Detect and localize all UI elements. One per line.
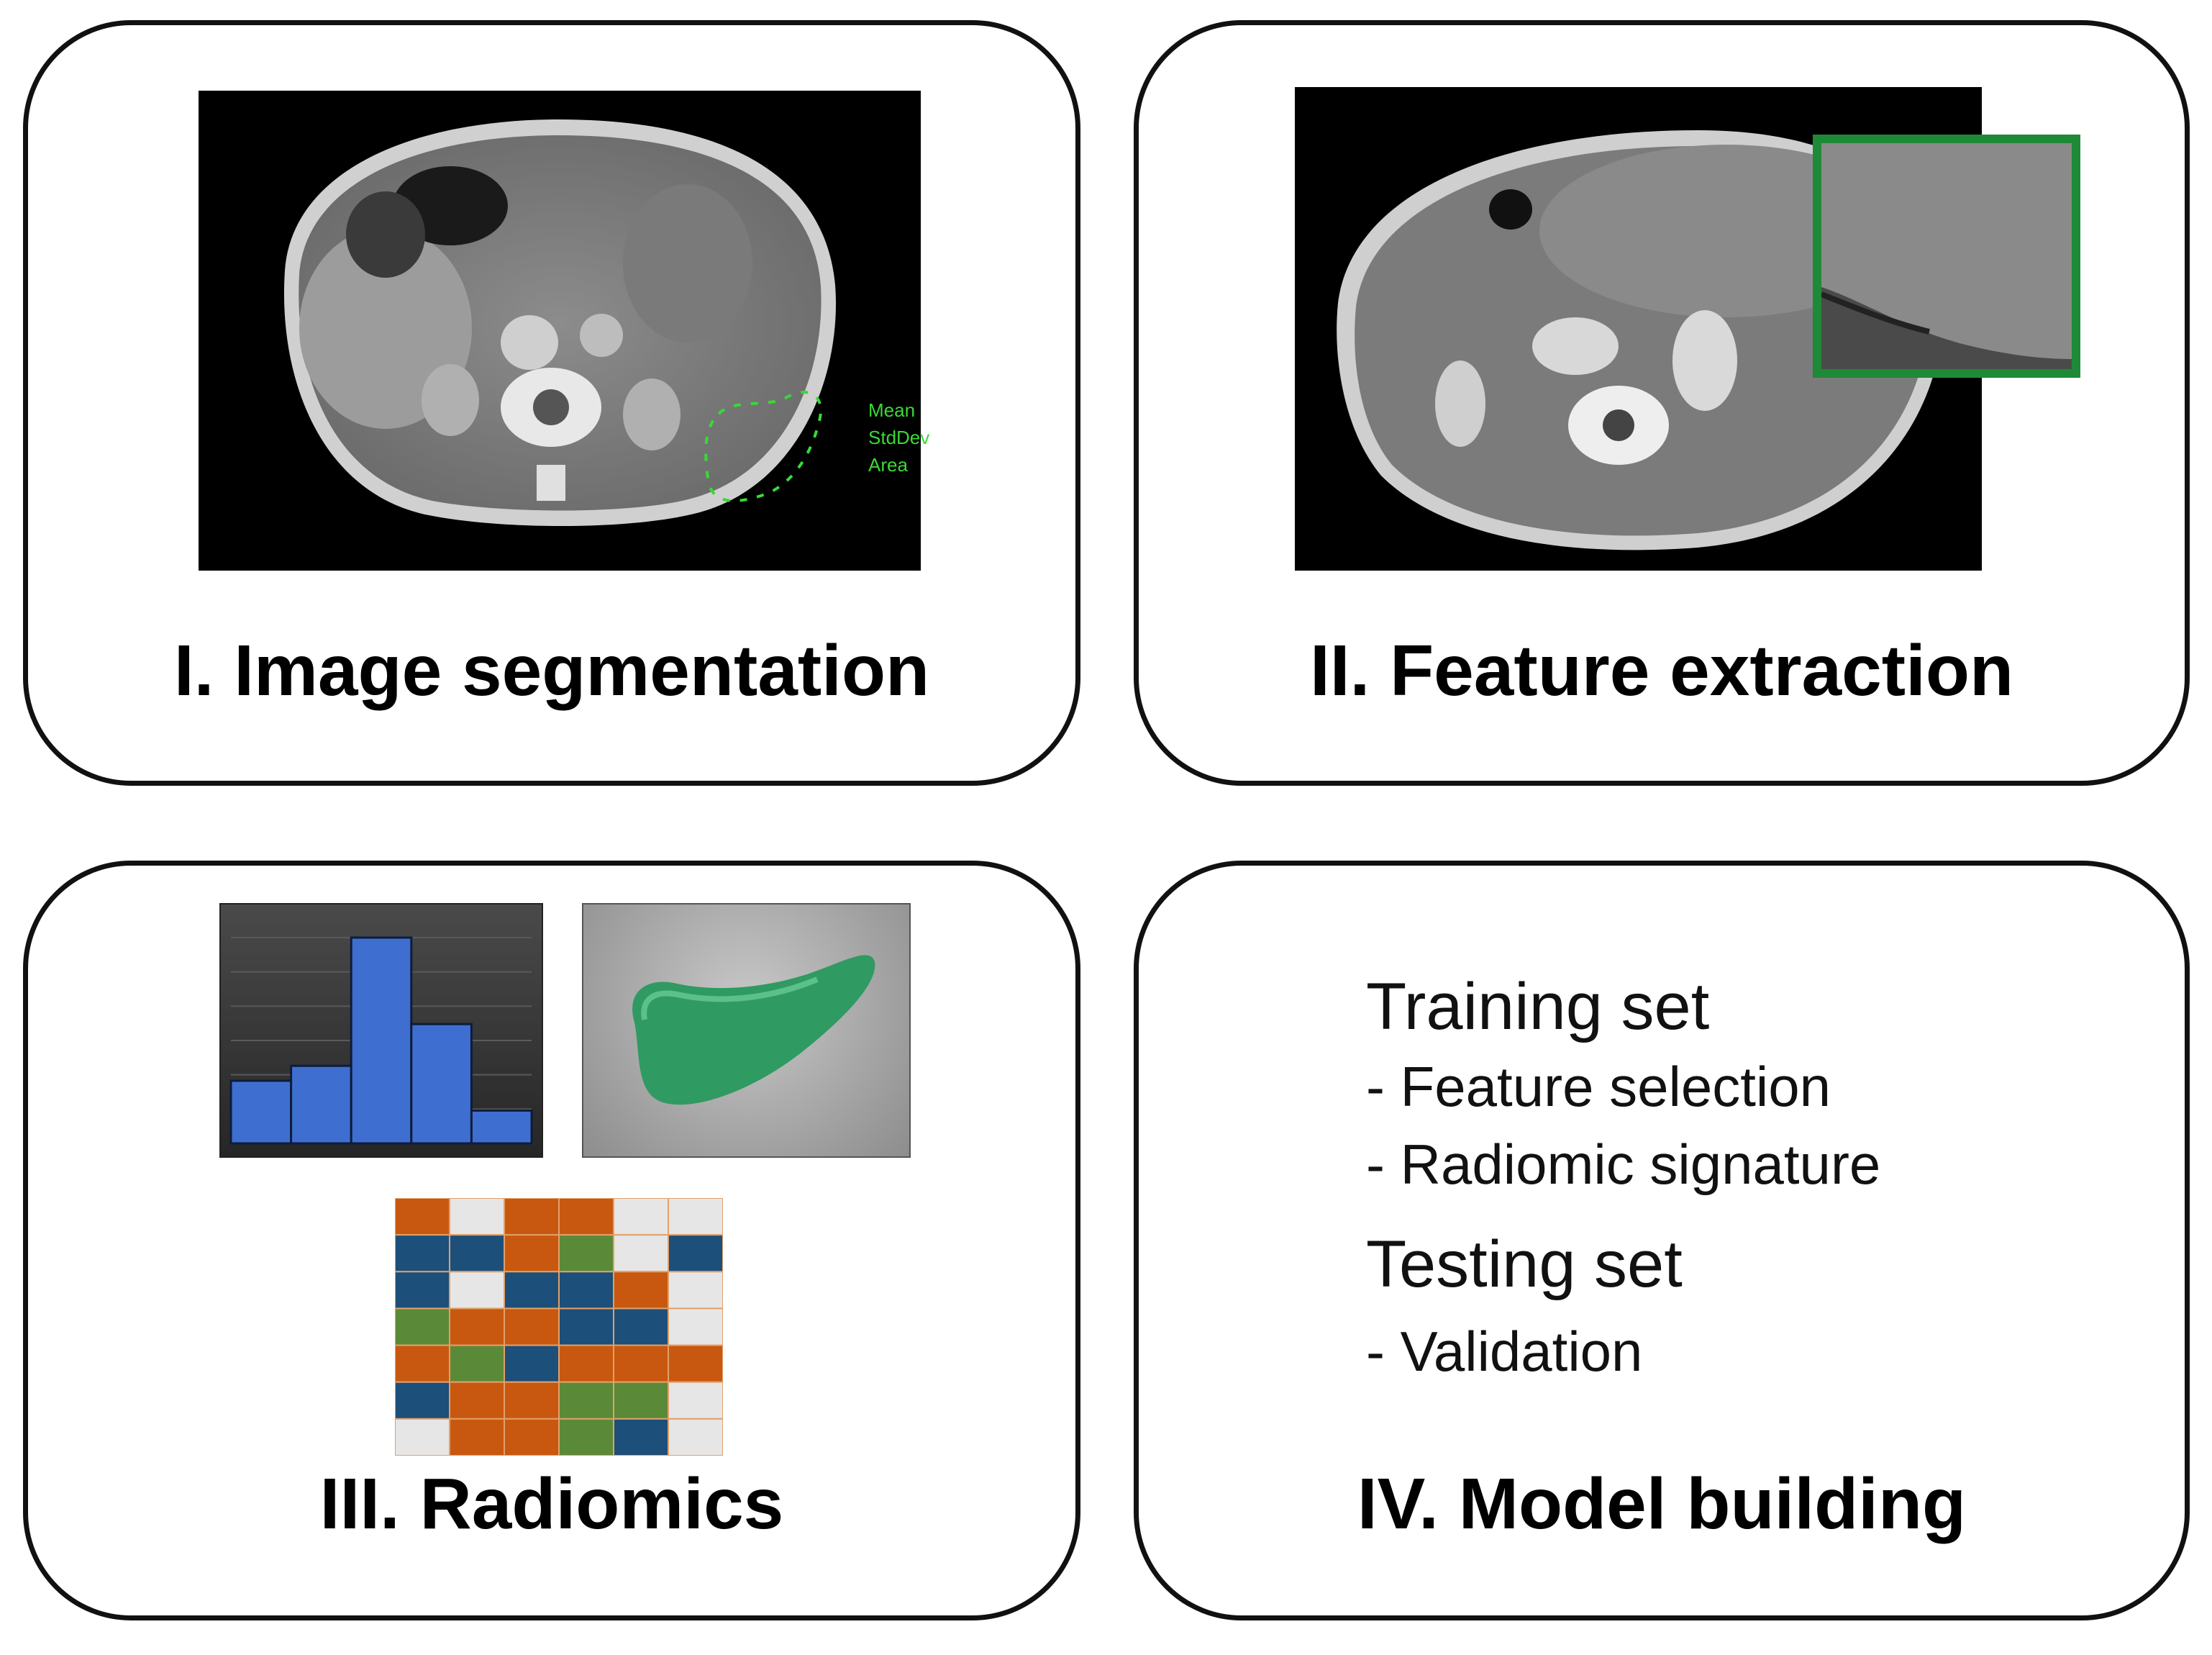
training-item-feature-selection: - Feature selection — [1366, 1055, 1831, 1118]
matrix-cell — [395, 1418, 450, 1456]
matrix-cell — [395, 1381, 450, 1420]
matrix-cell — [668, 1344, 723, 1383]
matrix-cell — [449, 1307, 505, 1346]
roi-label-stddev: StdDev — [868, 427, 930, 448]
panel-title-segmentation: I. Image segmentation — [173, 630, 930, 711]
matrix-cell — [395, 1234, 450, 1273]
zoomed-texture-inset — [1813, 135, 2080, 378]
matrix-cell — [395, 1307, 450, 1346]
matrix-cell — [449, 1198, 505, 1236]
histogram-bar — [350, 936, 413, 1145]
matrix-cell — [558, 1307, 614, 1346]
testing-item-validation: - Validation — [1366, 1320, 1643, 1383]
histogram-bar — [229, 1079, 293, 1145]
feature-matrix — [395, 1198, 723, 1456]
ct-scan-extraction-image — [1295, 87, 1982, 571]
matrix-cell — [558, 1418, 614, 1456]
panel-model-building: Training set - Feature selection - Radio… — [1134, 861, 2190, 1620]
matrix-cell — [395, 1271, 450, 1310]
matrix-cell — [558, 1234, 614, 1273]
matrix-cell — [558, 1198, 614, 1236]
model-steps-list: Training set - Feature selection - Radio… — [1366, 974, 1880, 1379]
roi-contour — [704, 391, 822, 503]
matrix-cell — [668, 1307, 723, 1346]
matrix-cell — [449, 1418, 505, 1456]
matrix-cell — [504, 1198, 560, 1236]
matrix-cell — [395, 1344, 450, 1383]
histogram-bar — [410, 1023, 473, 1145]
training-set-heading: Training set — [1366, 970, 1710, 1043]
panel-feature-extraction: II. Feature extraction — [1134, 20, 2190, 786]
matrix-cell — [504, 1381, 560, 1420]
testing-set-heading: Testing set — [1366, 1228, 1683, 1301]
segmented-organ-3d-image — [582, 903, 911, 1158]
matrix-cell — [668, 1198, 723, 1236]
histogram-bar — [470, 1109, 533, 1145]
roi-label-area: Area — [868, 454, 908, 476]
matrix-cell — [613, 1234, 669, 1273]
matrix-cell — [668, 1381, 723, 1420]
ct-scan-segmentation-image — [199, 91, 921, 571]
histogram-bar — [290, 1064, 352, 1145]
matrix-cell — [504, 1234, 560, 1273]
roi-label-mean: Mean — [868, 399, 916, 421]
matrix-cell — [449, 1381, 505, 1420]
matrix-cell — [668, 1234, 723, 1273]
panel-title-model: IV. Model building — [1357, 1464, 1967, 1544]
training-item-radiomic-signature: - Radiomic signature — [1366, 1133, 1881, 1196]
matrix-cell — [558, 1381, 614, 1420]
matrix-cell — [613, 1198, 669, 1236]
panel-image-segmentation: Mean StdDev Area I. Image segmentation — [23, 20, 1080, 786]
panel-title-radiomics: III. Radiomics — [319, 1464, 784, 1544]
roi-measurement-labels: Mean StdDev Area — [868, 396, 929, 479]
panel-radiomics: III. Radiomics — [23, 861, 1080, 1620]
matrix-cell — [613, 1307, 669, 1346]
matrix-cell — [613, 1381, 669, 1420]
matrix-cell — [613, 1418, 669, 1456]
matrix-cell — [449, 1234, 505, 1273]
matrix-cell — [395, 1198, 450, 1236]
matrix-cell — [504, 1307, 560, 1346]
panel-title-extraction: II. Feature extraction — [1309, 630, 2014, 711]
matrix-cell — [504, 1271, 560, 1310]
matrix-cell — [613, 1271, 669, 1310]
histogram-chart — [219, 903, 543, 1158]
matrix-cell — [449, 1271, 505, 1310]
matrix-cell — [504, 1344, 560, 1383]
matrix-cell — [558, 1271, 614, 1310]
matrix-cell — [668, 1271, 723, 1310]
matrix-cell — [504, 1418, 560, 1456]
matrix-cell — [613, 1344, 669, 1383]
matrix-cell — [558, 1344, 614, 1383]
matrix-cell — [449, 1344, 505, 1383]
matrix-cell — [668, 1418, 723, 1456]
